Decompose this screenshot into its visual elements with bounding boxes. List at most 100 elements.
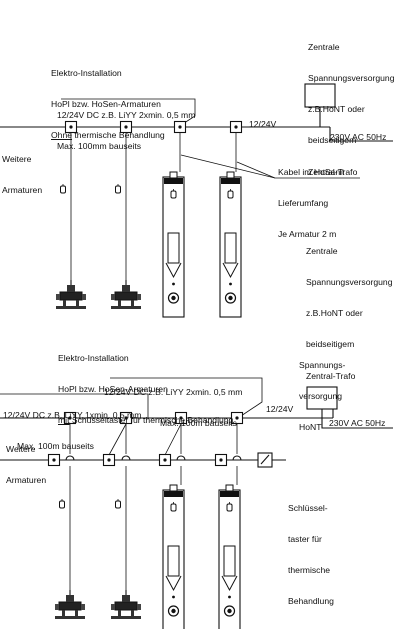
bottom-valve-2-left xyxy=(111,604,115,610)
top-valve-1-leg-r xyxy=(76,300,79,308)
top-valve-2-leg-l xyxy=(118,300,121,308)
top-panel-1-button-core xyxy=(171,295,176,301)
bottom-valve-1-head xyxy=(66,595,74,602)
bottom-title-line-2: HoPl bzw. HoSen-Armaturen xyxy=(58,384,168,395)
top-mains-wire xyxy=(329,127,393,142)
top-panel-2-connector xyxy=(226,171,235,179)
top-valve-1-right xyxy=(82,294,86,300)
top-sensor-2 xyxy=(115,185,121,194)
bottom-panel-2-connector xyxy=(225,484,234,492)
top-panel-1-top-bar xyxy=(164,178,183,184)
bottom-panel-1-led xyxy=(172,595,175,599)
top-cable-leader xyxy=(61,98,196,128)
bottom-switch-contact xyxy=(260,454,270,465)
top-supply-line-3: z.B.HoNT oder xyxy=(308,104,365,115)
bottom-valve-1-right xyxy=(81,604,85,610)
bottom-sensor-2 xyxy=(115,500,121,509)
top-panel-2-led xyxy=(229,282,232,286)
top-valve-1-left xyxy=(56,294,60,300)
bottom-mains-wire xyxy=(321,409,393,429)
top-valve-2-head xyxy=(122,285,130,292)
top-valve-1-head xyxy=(67,285,75,292)
top-valve-2-base xyxy=(111,306,141,309)
top-weitere-armaturen: Weitere Armaturen xyxy=(2,133,42,216)
bottom-weitere-line-2: Armaturen xyxy=(6,475,47,486)
top-supply-text: Zentrale Spannungsversorgung z.B.HoNT od… xyxy=(308,21,394,198)
bottom-cable-1x-line-2: Max. 100m bauseits xyxy=(17,441,94,452)
top-weitere-line-1: Weitere xyxy=(2,153,32,164)
top-mains-label: 230V AC 50Hz xyxy=(330,132,387,142)
bottom-junction-upper-4-dot xyxy=(235,416,239,420)
middle-supply-text: Zentrale Spannungsversorgung z.B.HoNT od… xyxy=(306,225,392,402)
bottom-valve-1-base xyxy=(55,616,85,619)
bottom-crossover-3 xyxy=(176,455,186,461)
bottom-junction-upper-2-dot xyxy=(124,416,128,420)
top-cable-spec-line-2: Max. 100mm bauseits xyxy=(57,141,142,152)
top-valve-1-body xyxy=(59,291,83,301)
top-valve-2-leg-r xyxy=(131,300,134,308)
bottom-cable-leader-1x xyxy=(0,393,149,418)
bottom-junction-lower-2-dot xyxy=(107,458,111,462)
bottom-junction-upper-1-dot xyxy=(68,416,72,420)
bottom-panel-1-sensor xyxy=(170,503,177,512)
top-title: Elektro-Installation HoPl bzw. HoSen-Arm… xyxy=(51,47,165,161)
top-panel-2-window xyxy=(224,232,237,264)
bottom-mains-label: 230V AC 50Hz xyxy=(329,418,386,428)
bottom-crossover-1 xyxy=(65,455,75,461)
top-title-line-3: Ohne thermische Behandlung xyxy=(51,130,165,140)
bottom-crossover-4 xyxy=(232,455,242,461)
bottom-cable-2x-line-1: 12/24V DC z.B. LiYY 2xmin. 0,5 mm xyxy=(104,386,243,397)
bottom-supply-line-3: HoNT xyxy=(299,422,322,433)
top-panel-2-arrow xyxy=(222,262,239,279)
bottom-panel-2-top-bar xyxy=(220,491,239,497)
top-kabel-line-2: Lieferumfang xyxy=(278,198,329,209)
top-valve-2-left xyxy=(111,294,115,300)
top-supply-line-1: Zentrale xyxy=(308,41,340,52)
bottom-panel-2-sensor xyxy=(226,503,233,512)
bottom-panel-2-button-core xyxy=(227,608,232,614)
bottom-cable-spec-1x: 12/24V DC z.B. LiYY 1xmin. 0,5 mm Max. 1… xyxy=(3,389,141,472)
bottom-junction-lower-1-dot xyxy=(52,458,56,462)
top-panel-2-button-core xyxy=(228,295,233,301)
top-kabel-line-3: Je Armatur 2 m xyxy=(278,229,337,240)
bottom-supply-text: Spannungs- versorgung HoNT xyxy=(299,339,345,453)
bottom-crossover-2 xyxy=(121,455,131,461)
switch-label-line-1: Schlüssel- xyxy=(288,502,328,513)
bottom-panel-2-window xyxy=(223,545,236,577)
top-panel-1-led xyxy=(172,282,175,286)
top-cable-spec-line-1: 12/24V DC z.B. LiYY 2xmin. 0,5 mm xyxy=(57,109,196,120)
switch-label: Schlüssel- taster für thermische Behandl… xyxy=(288,482,334,628)
bottom-valve-1-body xyxy=(58,601,82,611)
bottom-panel-1-window xyxy=(167,545,180,577)
bottom-weitere-armaturen: Weitere Armaturen xyxy=(6,423,46,506)
bottom-valve-2-leg-r xyxy=(131,610,134,618)
top-cable-spec: 12/24V DC z.B. LiYY 2xmin. 0,5 mm Max. 1… xyxy=(57,89,195,172)
bottom-panel-1-arrow xyxy=(165,575,182,592)
bottom-panel-1-button-core xyxy=(171,608,176,614)
bottom-junction-upper-3-dot xyxy=(179,416,183,420)
bottom-valve-1-leg-r xyxy=(75,610,78,618)
bottom-title-line-1: Elektro-Installation xyxy=(58,352,129,363)
top-valve-1-leg-l xyxy=(63,300,66,308)
top-junction-4-dot xyxy=(234,125,238,129)
bottom-sensor-1 xyxy=(59,500,65,509)
top-kabel-line-1: Kabel im HoSanit xyxy=(278,166,345,177)
top-junction-2-dot xyxy=(124,125,128,129)
top-panel-1-connector xyxy=(169,171,178,179)
bottom-diag-2 xyxy=(164,423,182,456)
bottom-valve-2-body xyxy=(114,601,138,611)
top-panel-1-window xyxy=(167,232,180,264)
top-panel-2-sensor xyxy=(227,190,234,199)
bottom-cable-2x-line-2: Max. 100m bauseits xyxy=(160,418,237,429)
top-junction-1-dot xyxy=(69,125,73,129)
bottom-panel-2-arrow xyxy=(221,575,238,592)
top-supply-line-5: Zentral-Trafo xyxy=(308,166,358,177)
bottom-title: Elektro-Installation HoPl bzw. HoSen-Arm… xyxy=(58,332,233,446)
top-title-rest: thermische Behandlung xyxy=(72,130,165,141)
top-weitere-line-2: Armaturen xyxy=(2,185,43,196)
top-title-line-1: Elektro-Installation xyxy=(51,67,122,78)
top-panel-1-sensor xyxy=(170,190,177,199)
bottom-valve-1-leg-l xyxy=(62,610,65,618)
bottom-junction-lower-3-dot xyxy=(163,458,167,462)
